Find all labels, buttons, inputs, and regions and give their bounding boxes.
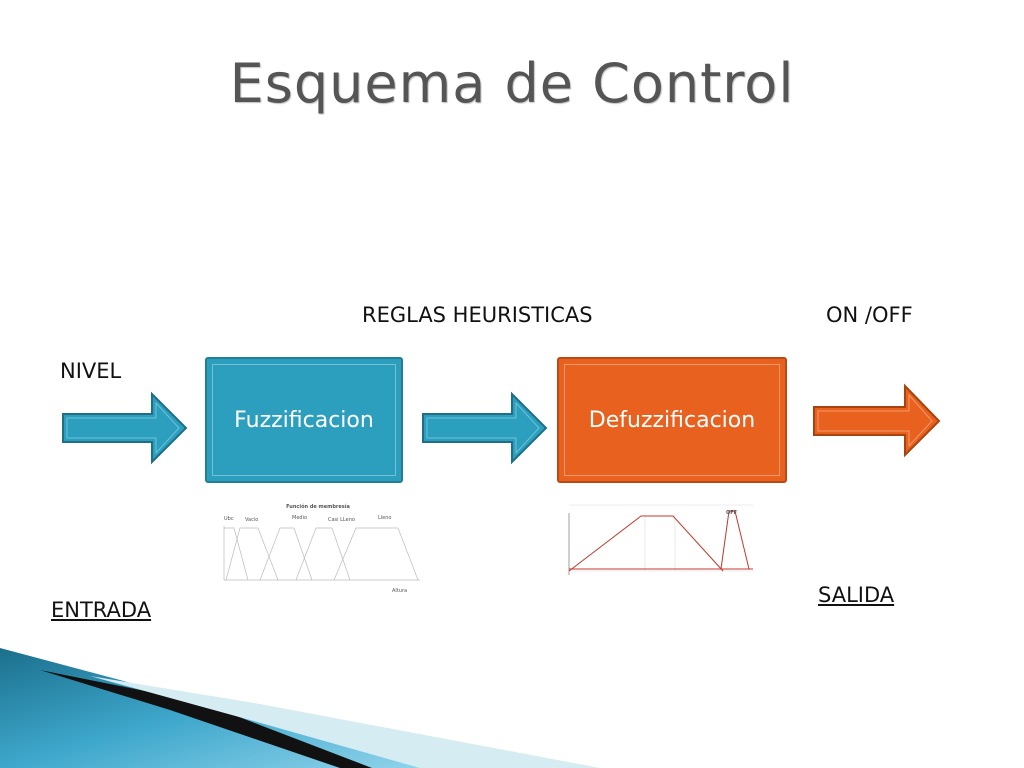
membership-set-label: Ubc [224, 516, 234, 522]
defuzzification-box: Defuzzificacion [557, 357, 787, 483]
input-label: ENTRADA [51, 598, 152, 622]
membership-x-label: Altura [392, 588, 407, 594]
slide-title: Esquema de Control [229, 52, 795, 115]
membership-set-label: Casi LLeno [328, 517, 355, 523]
output-label: SALIDA [818, 583, 895, 607]
process-arrow [422, 391, 548, 465]
input-arrow [62, 391, 188, 465]
decorative-swoosh [0, 648, 600, 768]
fuzzification-box: Fuzzificacion [205, 357, 403, 483]
output-arrow [813, 383, 941, 458]
membership-set-label: Medio [292, 515, 307, 521]
heuristic-rules-label: REGLAS HEURISTICAS [362, 303, 593, 327]
membership-chart-title: Función de membresía [286, 503, 350, 510]
on-off-label: ON /OFF [826, 303, 913, 327]
level-label: NIVEL [60, 359, 122, 383]
fuzzification-label: Fuzzificacion [234, 407, 374, 433]
membership-set-label: Vacio [245, 517, 258, 523]
output-marker-label: OFF [726, 510, 737, 516]
membership-set-label: Lleno [378, 515, 391, 521]
defuzzification-label: Defuzzificacion [588, 407, 756, 433]
output-function-chart: OFF [565, 503, 757, 587]
membership-function-chart: Función de membresía Ubc Vacio Medio Cas… [223, 503, 420, 594]
